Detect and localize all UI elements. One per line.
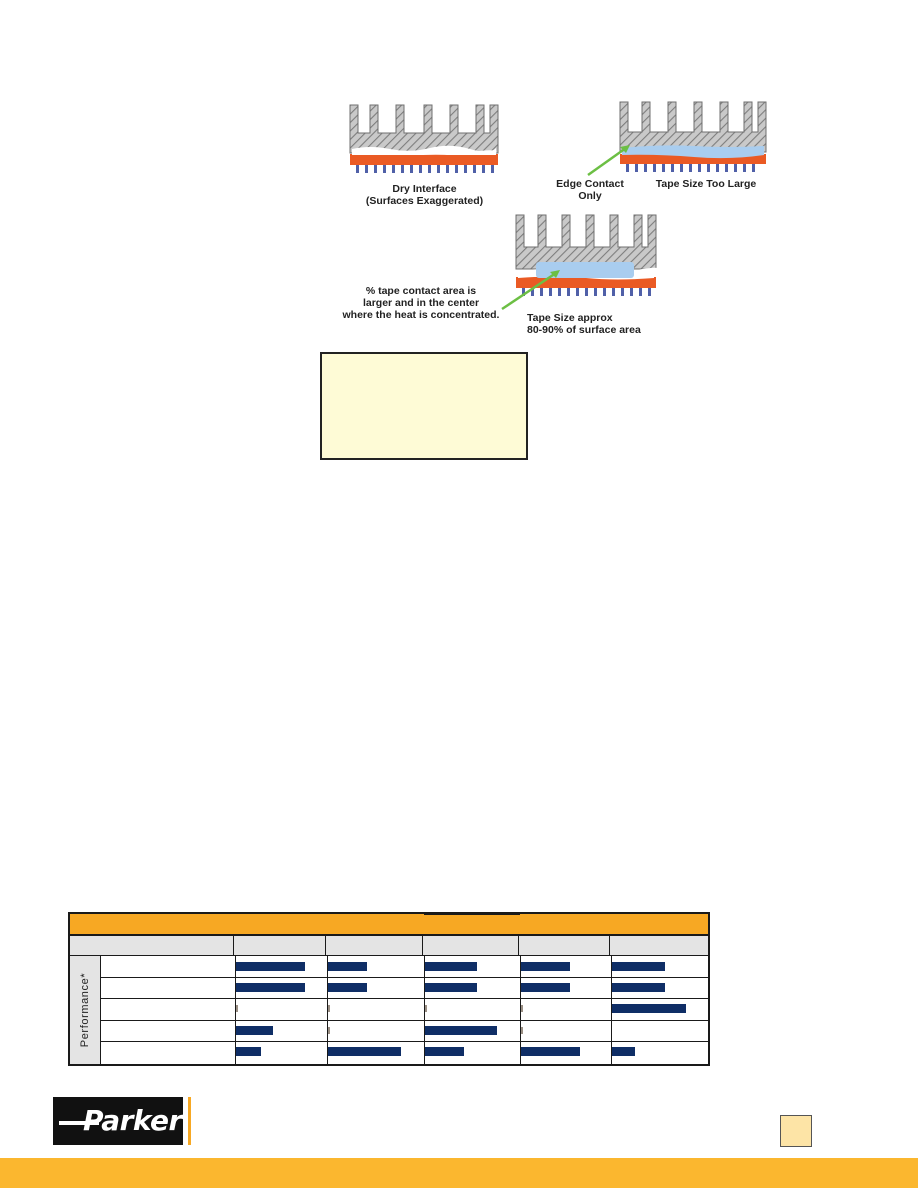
performance-bar bbox=[425, 1047, 464, 1056]
column-divider bbox=[518, 936, 519, 955]
tape-too-large-heatsink bbox=[619, 101, 767, 172]
column-divider bbox=[325, 936, 326, 955]
zero-marker bbox=[425, 1005, 427, 1012]
center-contact-line3: where the heat is concentrated. bbox=[342, 309, 500, 321]
performance-bar bbox=[328, 1047, 401, 1056]
performance-table: Performance* bbox=[68, 912, 710, 1066]
zero-marker bbox=[236, 1005, 238, 1012]
row-divider bbox=[100, 998, 708, 999]
dry-interface-heatsink bbox=[349, 104, 499, 173]
performance-bar bbox=[521, 983, 570, 992]
table-header-band bbox=[68, 912, 710, 936]
performance-bar bbox=[236, 1026, 273, 1035]
performance-bar bbox=[612, 1004, 686, 1013]
logo-dash bbox=[59, 1121, 99, 1125]
footer-band bbox=[0, 1158, 918, 1188]
performance-bar bbox=[328, 962, 367, 971]
center-contact-arrow bbox=[501, 271, 557, 311]
dry-interface-line2: (Surfaces Exaggerated) bbox=[365, 195, 484, 207]
column-divider bbox=[422, 936, 423, 955]
row-divider bbox=[100, 977, 708, 978]
row-divider bbox=[100, 1041, 708, 1042]
zero-marker bbox=[328, 1027, 330, 1034]
table-header-highlight bbox=[424, 912, 520, 915]
column-divider bbox=[609, 936, 610, 955]
column-divider bbox=[520, 956, 521, 1064]
zero-marker bbox=[521, 1005, 523, 1012]
performance-bar bbox=[236, 962, 305, 971]
performance-bar bbox=[236, 983, 305, 992]
note-box bbox=[320, 352, 528, 460]
performance-bar bbox=[521, 962, 570, 971]
performance-bar bbox=[236, 1047, 261, 1056]
edge-contact-line2: Only bbox=[578, 190, 602, 202]
performance-bar bbox=[425, 1026, 497, 1035]
zero-marker bbox=[521, 1027, 523, 1034]
tape-size-line2: 80-90% of surface area bbox=[527, 324, 641, 336]
tape-size-caption: Tape Size approx 80-90% of surface area bbox=[527, 312, 653, 336]
row-group-label: Performance* bbox=[79, 972, 91, 1048]
page-number-box bbox=[780, 1115, 812, 1147]
performance-bar bbox=[612, 983, 665, 992]
column-divider bbox=[327, 956, 328, 1064]
column-divider bbox=[233, 936, 234, 955]
center-contact-line1: % tape contact area is bbox=[365, 285, 477, 297]
performance-bar bbox=[521, 1047, 580, 1056]
tape-size-line1: Tape Size approx bbox=[527, 312, 613, 324]
dry-interface-caption: Dry Interface (Surfaces Exaggerated) bbox=[352, 183, 497, 207]
zero-marker bbox=[328, 1005, 330, 1012]
logo-text: Parker bbox=[83, 1104, 182, 1137]
performance-bar bbox=[328, 983, 367, 992]
performance-bar bbox=[612, 962, 665, 971]
correct-tape-heatsink bbox=[515, 214, 658, 296]
column-divider bbox=[424, 956, 425, 1064]
center-contact-caption: % tape contact area is larger and in the… bbox=[336, 285, 506, 321]
row-divider bbox=[100, 1020, 708, 1021]
table-body: Performance* bbox=[68, 956, 710, 1066]
edge-contact-line1: Edge Contact bbox=[556, 178, 624, 190]
edge-contact-caption: Edge Contact Only bbox=[548, 178, 632, 202]
parker-logo: Parker bbox=[53, 1097, 183, 1145]
performance-bar bbox=[425, 983, 477, 992]
performance-bar bbox=[612, 1047, 635, 1056]
edge-contact-arrow bbox=[587, 146, 627, 177]
column-divider bbox=[611, 956, 612, 1064]
tape-too-large-caption: Tape Size Too Large bbox=[655, 178, 757, 190]
dry-interface-line1: Dry Interface bbox=[392, 183, 457, 195]
column-divider bbox=[235, 956, 236, 1064]
performance-bar bbox=[425, 962, 477, 971]
heat-sink-diagram bbox=[349, 101, 767, 311]
table-subheader-row bbox=[68, 936, 710, 956]
row-group-label-cell: Performance* bbox=[70, 956, 101, 1064]
logo-divider bbox=[188, 1097, 191, 1145]
center-contact-line2: larger and in the center bbox=[362, 297, 480, 309]
